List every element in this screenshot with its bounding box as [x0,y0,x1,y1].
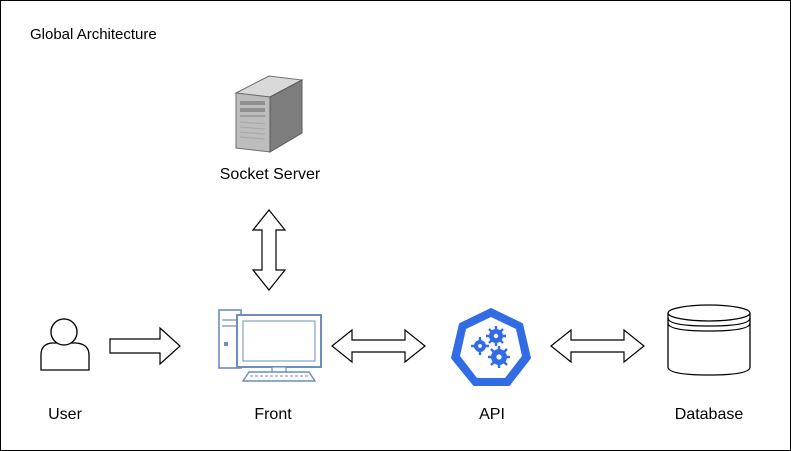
database-label: Database [674,406,744,423]
database-icon[interactable] [667,304,751,376]
desktop-computer-icon[interactable] [218,309,322,382]
server-tower-icon[interactable] [234,75,304,153]
arrow-api-database [550,328,645,364]
front-label: Front [254,406,292,423]
api-label: API [479,406,505,423]
kubernetes-api-icon[interactable] [451,308,531,386]
socket-server-label: Socket Server [219,166,321,183]
user-icon[interactable] [40,318,90,371]
arrow-front-api [331,328,426,364]
diagram-title: Global Architecture [30,26,157,43]
arrow-user-front [109,326,181,366]
arrow-socket-front [251,209,287,291]
user-label: User [48,406,82,423]
